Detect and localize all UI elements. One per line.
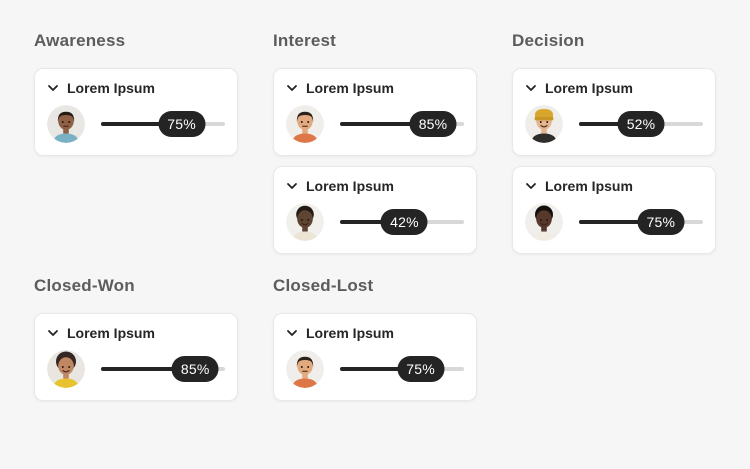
deal-card[interactable]: Lorem Ipsum 85% [34, 313, 238, 401]
card-title: Lorem Ipsum [306, 80, 394, 96]
column-title: Decision [512, 31, 585, 50]
slider-value-badge[interactable]: 75% [397, 356, 445, 382]
slider-value-badge[interactable]: 85% [409, 111, 457, 137]
card-body: 75% [525, 203, 703, 241]
pipeline-column-decision: Decision Lorem Ipsum [512, 31, 716, 264]
card-collapse-header[interactable]: Lorem Ipsum [47, 80, 225, 96]
card-collapse-header[interactable]: Lorem Ipsum [525, 178, 703, 194]
avatar-smiling-woman-short-afro-cream-top [286, 203, 324, 241]
deal-card[interactable]: Lorem Ipsum 75% [34, 68, 238, 156]
deal-card[interactable]: Lorem Ipsum 42% [273, 166, 477, 254]
slider-value-badge[interactable]: 85% [171, 356, 219, 382]
column-card-list: Lorem Ipsum 52% [512, 68, 716, 254]
card-collapse-header[interactable]: Lorem Ipsum [286, 325, 464, 341]
card-title: Lorem Ipsum [306, 178, 394, 194]
slider-value-badge[interactable]: 52% [617, 111, 665, 137]
chevron-down-icon[interactable] [525, 180, 537, 192]
pipeline-column-closed-lost: Closed-Lost Lorem Ipsum [273, 276, 477, 411]
chevron-down-icon[interactable] [286, 327, 298, 339]
progress-slider[interactable]: 75% [579, 209, 703, 235]
card-title: Lorem Ipsum [545, 178, 633, 194]
chevron-down-icon[interactable] [47, 82, 59, 94]
avatar-smiling-man-yellow-beanie [525, 105, 563, 143]
card-title: Lorem Ipsum [306, 325, 394, 341]
column-card-list: Lorem Ipsum 85% [273, 68, 477, 254]
card-body: 75% [286, 350, 464, 388]
slider-fill [340, 220, 405, 224]
card-collapse-header[interactable]: Lorem Ipsum [286, 178, 464, 194]
progress-slider[interactable]: 85% [101, 356, 225, 382]
column-title: Awareness [34, 31, 126, 50]
chevron-down-icon[interactable] [286, 82, 298, 94]
column-card-list: Lorem Ipsum 85% [34, 313, 238, 401]
slider-value-label: 42% [390, 214, 419, 230]
card-title: Lorem Ipsum [67, 325, 155, 341]
slider-value-badge[interactable]: 75% [637, 209, 685, 235]
progress-slider[interactable]: 52% [579, 111, 703, 137]
avatar-smiling-woman-curly-hair-yellow-top [47, 350, 85, 388]
slider-value-badge[interactable]: 42% [380, 209, 428, 235]
pipeline-column-interest: Interest Lorem Ipsum [273, 31, 477, 264]
chevron-down-icon[interactable] [47, 327, 59, 339]
avatar-man-dark-wavy-hair-orange-shirt [286, 350, 324, 388]
card-body: 42% [286, 203, 464, 241]
slider-fill [340, 122, 433, 126]
pipeline-column-awareness: Awareness Lorem Ipsum [34, 31, 238, 166]
avatar-young-woman-dark-hair-blue-top [47, 105, 85, 143]
column-title: Closed-Won [34, 276, 135, 295]
avatar-man-dark-wavy-hair-orange-shirt [286, 105, 324, 143]
chevron-down-icon[interactable] [286, 180, 298, 192]
slider-fill [101, 367, 196, 371]
progress-slider[interactable]: 42% [340, 209, 464, 235]
deal-card[interactable]: Lorem Ipsum 85% [273, 68, 477, 156]
slider-fill [340, 367, 421, 371]
progress-slider[interactable]: 75% [340, 356, 464, 382]
deal-card[interactable]: Lorem Ipsum 75% [273, 313, 477, 401]
column-title: Interest [273, 31, 337, 50]
column-card-list: Lorem Ipsum 75% [34, 68, 238, 156]
slider-value-label: 52% [626, 116, 656, 132]
card-body: 85% [47, 350, 225, 388]
card-body: 75% [47, 105, 225, 143]
progress-slider[interactable]: 75% [101, 111, 225, 137]
slider-fill [579, 122, 641, 126]
slider-value-label: 75% [167, 116, 196, 132]
card-title: Lorem Ipsum [67, 80, 155, 96]
slider-value-label: 75% [406, 361, 435, 377]
deal-card[interactable]: Lorem Ipsum 52% [512, 68, 716, 156]
card-body: 52% [525, 105, 703, 143]
slider-value-label: 85% [180, 361, 210, 377]
deal-card[interactable]: Lorem Ipsum 75% [512, 166, 716, 254]
slider-fill [579, 220, 661, 224]
card-title: Lorem Ipsum [545, 80, 633, 96]
card-collapse-header[interactable]: Lorem Ipsum [286, 80, 464, 96]
slider-value-label: 85% [418, 116, 448, 132]
slider-fill [101, 122, 182, 126]
progress-slider[interactable]: 85% [340, 111, 464, 137]
column-card-list: Lorem Ipsum 75% [273, 313, 477, 401]
chevron-down-icon[interactable] [525, 82, 537, 94]
card-collapse-header[interactable]: Lorem Ipsum [525, 80, 703, 96]
column-title: Closed-Lost [273, 276, 374, 295]
card-collapse-header[interactable]: Lorem Ipsum [47, 325, 225, 341]
slider-value-label: 75% [646, 214, 676, 230]
card-body: 85% [286, 105, 464, 143]
avatar-smiling-man-dark-curly-hair-white-shirt [525, 203, 563, 241]
pipeline-column-closed-won: Closed-Won Lorem Ipsum [34, 276, 238, 411]
slider-value-badge[interactable]: 75% [158, 111, 206, 137]
